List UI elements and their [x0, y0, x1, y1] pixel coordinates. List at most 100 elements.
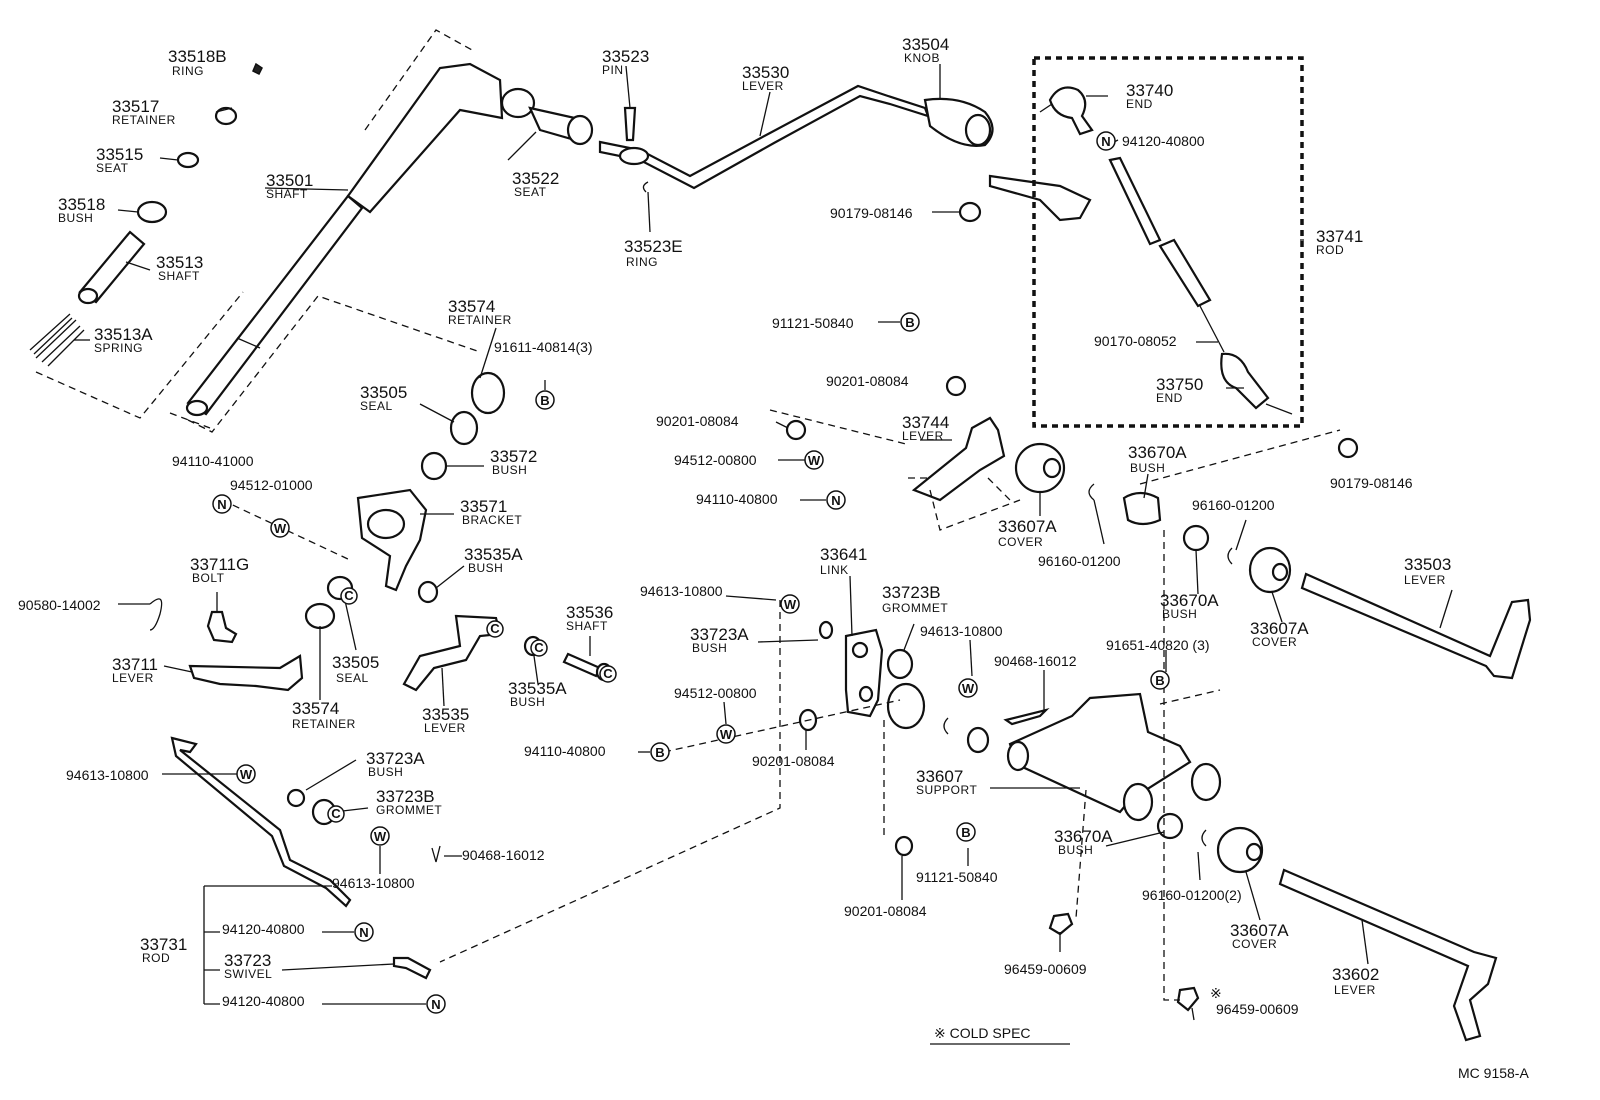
ref-number[interactable]: 90201-08084 [826, 373, 909, 389]
ref-number[interactable]: 94512-00800 [674, 452, 757, 468]
ref-number[interactable]: 90580-14002 [18, 597, 101, 613]
mark-w: W [236, 764, 256, 784]
part-name: BUSH [368, 765, 403, 779]
ref-number[interactable]: 90201-08084 [844, 903, 927, 919]
part-number: 33731 [140, 935, 187, 954]
ref-number[interactable]: 96160-01200 [1192, 497, 1275, 513]
part-name: GROMMET [882, 601, 948, 615]
ref-number[interactable]: 90179-08146 [830, 205, 913, 221]
ref-number[interactable]: 94613-10800 [66, 767, 149, 783]
ref-number[interactable]: 94613-10800 [640, 583, 723, 599]
diagram-code: MC 9158-A [1458, 1065, 1529, 1081]
circle-marks: N B B W N N W C C C C C W W B W B W W B … [212, 131, 1170, 1014]
bracket-33571-drawing [356, 488, 428, 592]
svg-text:B: B [1155, 673, 1164, 688]
part-number: 33574 [448, 297, 495, 316]
ref-number[interactable]: 94120-40800 [222, 921, 305, 937]
ref-number[interactable]: 94613-10800 [920, 623, 1003, 639]
part-number: 33571 [460, 497, 507, 516]
ref-number[interactable]: 96160-01200(2) [1142, 887, 1242, 903]
ref-number[interactable]: 91651-40820 (3) [1106, 637, 1210, 653]
ref-number[interactable]: 94120-40800 [222, 993, 305, 1009]
ref-number[interactable]: 96160-01200 [1038, 553, 1121, 569]
part-number: 33750 [1156, 375, 1203, 394]
ref-number[interactable]: 90468-16012 [462, 847, 545, 863]
ref-number[interactable]: 94120-40800 [1122, 133, 1205, 149]
ref-number[interactable]: 94110-41000 [172, 453, 254, 469]
part-name: BUSH [510, 695, 545, 709]
ref-number[interactable]: 91121-50840 [916, 869, 998, 885]
ref-number[interactable]: 90201-08084 [752, 753, 835, 769]
ref-number[interactable]: 94110-40800 [696, 491, 778, 507]
ref-number[interactable]: 94512-00800 [674, 685, 757, 701]
ref-number[interactable]: 90468-16012 [994, 653, 1077, 669]
part-name: SEAL [360, 399, 393, 413]
ref-number[interactable]: 94613-10800 [332, 875, 415, 891]
part-name: END [1156, 391, 1183, 405]
ref-number[interactable]: 94110-40800 [524, 743, 606, 759]
part-number: 33513 [156, 253, 203, 272]
ref-number[interactable]: 96459-00609 [1004, 961, 1087, 977]
ref-number[interactable]: 90179-08146 [1330, 475, 1413, 491]
ref-number[interactable]: 94512-01000 [230, 477, 313, 493]
ref-number[interactable]: 90170-08052 [1094, 333, 1177, 349]
part-name: RING [626, 255, 658, 269]
part-name: END [1126, 97, 1153, 111]
svg-text:W: W [274, 521, 287, 536]
part-number: 33670A [1128, 443, 1187, 462]
part-name: GROMMET [376, 803, 442, 817]
ref-number[interactable]: 90201-08084 [656, 413, 739, 429]
ref-number[interactable]: 96459-00609 [1216, 1001, 1299, 1017]
lever-33530-drawing [598, 84, 930, 190]
ref-number[interactable]: 91611-40814(3) [494, 339, 593, 355]
part-name: LEVER [742, 79, 784, 93]
drawing-layer [29, 29, 1532, 1042]
svg-text:W: W [720, 727, 733, 742]
ref-number[interactable]: 91121-50840 [772, 315, 854, 331]
